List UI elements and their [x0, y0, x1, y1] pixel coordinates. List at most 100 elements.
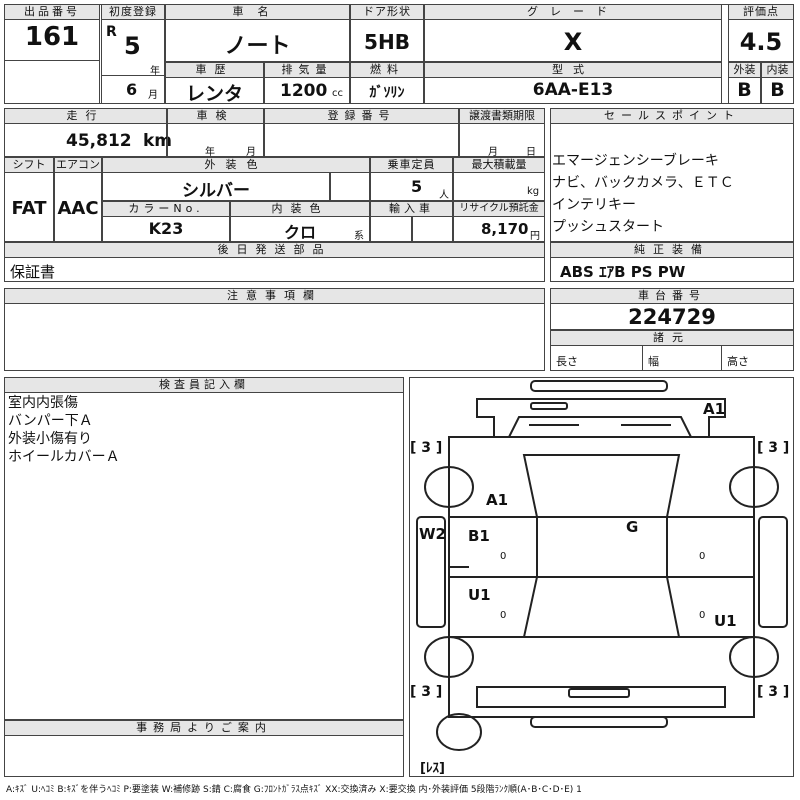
displacement: 1200 — [280, 81, 328, 101]
tire-fl: [ 3 ] — [410, 440, 443, 456]
equipment-cell — [550, 257, 794, 282]
sales-line: エマージェンシーブレーキ — [552, 153, 719, 169]
mileage-unit: km — [143, 131, 173, 151]
transfer-label: 譲渡書類期限 — [459, 108, 545, 124]
fuel: ｶﾞｿﾘﾝ — [369, 85, 405, 101]
transfer-month-unit: 月 — [488, 147, 498, 158]
first-reg-month-cell — [101, 75, 165, 104]
capacity-unit: 人 — [439, 190, 449, 201]
lot-no: 161 — [24, 22, 80, 52]
model-label: 型式 — [424, 62, 722, 78]
inspection-label: 車検 — [167, 108, 264, 124]
mark-u1-left: U1 — [468, 586, 491, 604]
sales-line: インテリキー — [552, 197, 636, 213]
inspector-lines: 室内内張傷 バンパー下Ａ 外装小傷有り ホイールカバーＡ — [8, 394, 398, 466]
car-name: ノート — [224, 34, 291, 59]
import-cell — [370, 216, 412, 242]
chassis-label: 車台番号 — [550, 288, 794, 304]
tire-rl: [ 3 ] — [410, 684, 443, 700]
color-no-label: カラーNo. — [102, 201, 230, 217]
ext-color-extra — [330, 172, 370, 201]
recycle-unit: 円 — [530, 231, 540, 242]
mark-g: G — [626, 518, 639, 536]
height-label: 高さ — [727, 355, 749, 368]
ext-grade: B — [737, 79, 752, 101]
fuel-label: 燃料 — [350, 62, 424, 78]
shift-cell — [4, 172, 54, 242]
model-cell — [424, 77, 722, 104]
mileage-cell — [4, 123, 167, 157]
inspector-line: 外装小傷有り — [8, 431, 92, 447]
office-label: 事務局よりご案内 — [4, 720, 404, 736]
capacity-cell — [370, 172, 453, 201]
door: 5HB — [364, 30, 410, 54]
year-unit: 年 — [150, 66, 160, 77]
mileage-label: 走行 — [4, 108, 167, 124]
recycle-label: リサイクル預託金 — [453, 201, 545, 217]
inspector-label: 検査員記入欄 — [4, 377, 404, 393]
inspector-line: 室内内張傷 — [8, 395, 78, 411]
specs-w — [642, 345, 722, 371]
notes-cell — [4, 303, 545, 371]
int-color-unit: 系 — [354, 231, 364, 242]
inspector-line: バンパー下Ａ — [8, 413, 93, 429]
displacement-unit: cc — [332, 88, 343, 99]
inspector-cell — [4, 392, 404, 720]
notes-label: 注意事項欄 — [4, 288, 545, 304]
import-label: 輸入車 — [370, 201, 453, 217]
door-cell — [350, 19, 424, 62]
first-reg-label: 初度登録 — [101, 4, 165, 20]
color-no: K23 — [148, 219, 184, 238]
reg-no-cell — [264, 123, 459, 157]
recycle-cell — [453, 216, 545, 242]
history: レンタ — [185, 83, 243, 105]
shift: FAT — [11, 198, 47, 219]
history-label: 車歴 — [165, 62, 264, 78]
score-label: 評価点 — [728, 4, 794, 20]
grade-cell — [424, 19, 722, 62]
width-label: 幅 — [648, 355, 659, 368]
displacement-cell — [264, 77, 350, 104]
capacity-label: 乗車定員 — [370, 157, 453, 173]
door-label: ドア形状 — [350, 4, 424, 20]
history-cell — [165, 77, 264, 104]
inspector-line: ホイールカバーＡ — [8, 449, 120, 465]
tire-rr: [ 3 ] — [757, 684, 790, 700]
reg-month: 6 — [126, 80, 138, 99]
mark-u1-right: U1 — [714, 612, 737, 630]
zero-mark: 0 — [500, 551, 507, 562]
car-name-label: 車名 — [165, 4, 350, 20]
length-label: 長さ — [556, 355, 578, 368]
lot-no-label: 出品番号 — [4, 4, 100, 20]
sales-line: プッシュスタート — [552, 219, 664, 235]
score: 4.5 — [739, 28, 783, 56]
ac-label: エアコン — [54, 157, 102, 173]
era: R — [106, 24, 117, 40]
import-cell-2 — [412, 216, 453, 242]
sales-cell — [550, 123, 794, 242]
score-cell — [728, 19, 794, 62]
insp-month-unit: 月 — [246, 147, 256, 158]
mark-a1-left: A1 — [486, 491, 509, 509]
max-load-label: 最大積載量 — [453, 157, 545, 173]
max-load-unit: kg — [527, 186, 540, 197]
fuel-cell — [350, 77, 424, 104]
office-cell — [4, 735, 404, 777]
ext-label: 外装 — [728, 62, 761, 78]
ext-color-label: 外装色 — [102, 157, 370, 173]
transfer-cell — [459, 123, 545, 157]
later-label: 後日発送部品 — [4, 242, 545, 258]
shift-label: シフト — [4, 157, 54, 173]
mileage: 45,812 — [66, 131, 132, 151]
capacity: 5 — [411, 177, 423, 196]
ext-color: シルバー — [182, 181, 250, 201]
model: 6AA-E13 — [532, 80, 614, 100]
car-name-cell — [165, 19, 350, 62]
mark-a1-top: A1 — [703, 400, 726, 418]
equipment: ABS ｴｱB PS PW — [560, 263, 686, 281]
car-diagram — [416, 380, 788, 751]
month-unit: 月 — [148, 90, 158, 101]
sales-label: セールスポイント — [550, 108, 794, 124]
zero-mark: 0 — [699, 551, 706, 562]
ac: AAC — [57, 198, 99, 219]
